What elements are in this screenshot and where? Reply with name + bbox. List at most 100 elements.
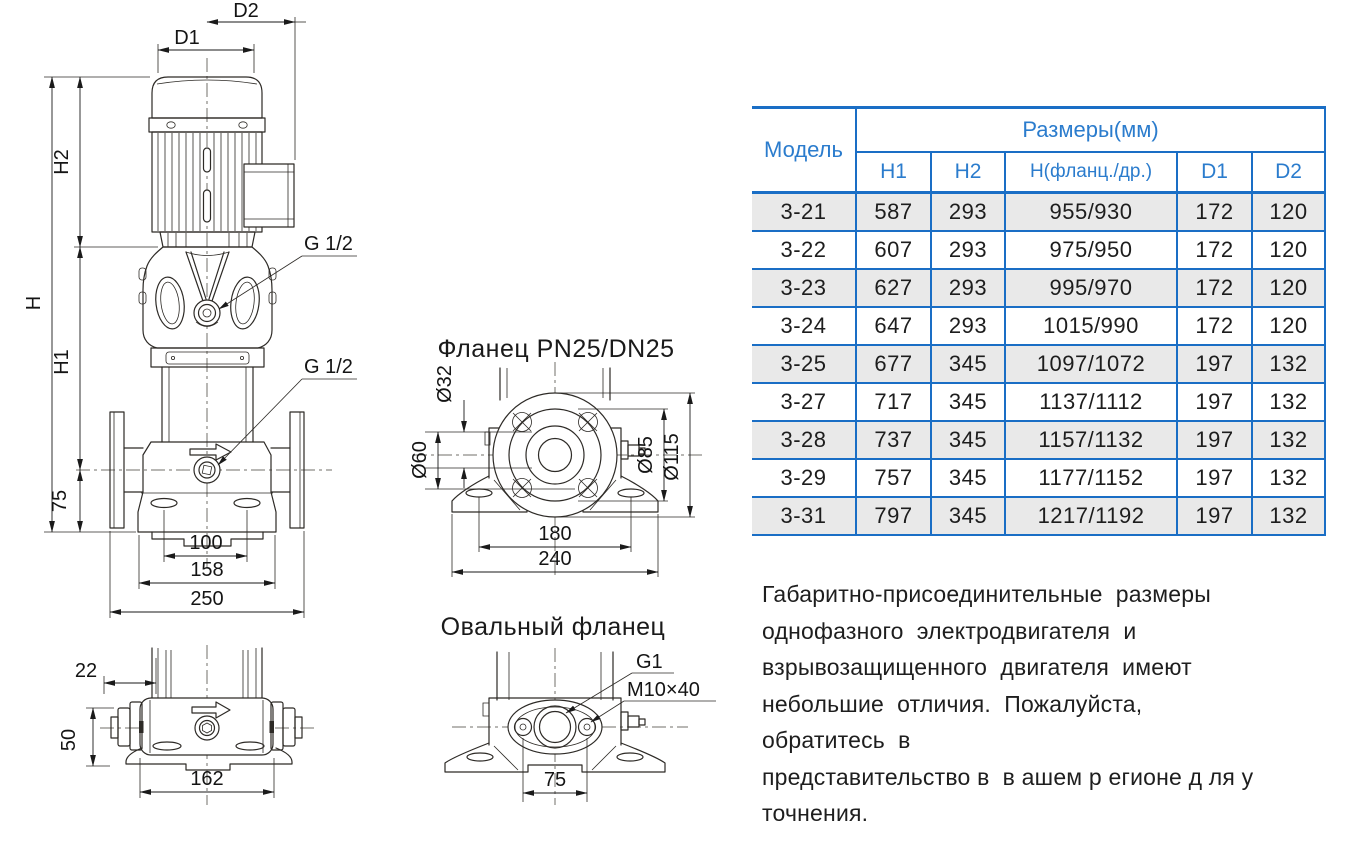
cell-model: 3-27 [752, 382, 856, 422]
cell-d2: 120 [1251, 192, 1326, 232]
dim-162-label: 162 [190, 768, 223, 790]
cell-model: 3-29 [752, 458, 856, 498]
callout-g1-label: G1 [636, 651, 663, 673]
dim-h-label: H [23, 296, 45, 310]
cell-d2: 120 [1251, 306, 1326, 346]
dim-d1-label: D1 [174, 27, 200, 49]
cell-h1: 627 [855, 268, 931, 308]
cell-h: 1137/1112 [1004, 382, 1177, 422]
cell-h2: 345 [930, 344, 1005, 384]
pump-bottom-view: 22 50 162 [58, 645, 318, 805]
dim-100-label: 100 [189, 532, 222, 554]
dim-d85-label: Ø85 [635, 436, 657, 474]
dim-h1-label: H1 [51, 349, 73, 375]
cell-h: 1177/1152 [1004, 458, 1177, 498]
cell-d1: 197 [1176, 344, 1252, 384]
cell-h1: 607 [855, 230, 931, 270]
cell-h1: 647 [855, 306, 931, 346]
flange-title: Фланец PN25/DN25 [437, 335, 674, 363]
note-paragraph: Габаритно-присоединительные размеры одно… [762, 581, 1254, 826]
dim-250-label: 250 [190, 588, 223, 610]
cell-h2: 293 [930, 230, 1005, 270]
cell-h2: 345 [930, 458, 1005, 498]
cell-h: 1157/1132 [1004, 420, 1177, 460]
cell-d1: 197 [1176, 496, 1252, 536]
cell-h: 1097/1072 [1004, 344, 1177, 384]
cell-d2: 132 [1251, 382, 1326, 422]
cell-h: 975/950 [1004, 230, 1177, 270]
dim-d32-label: Ø32 [434, 365, 456, 403]
dim-240-label: 240 [538, 548, 571, 570]
dim-180-label: 180 [538, 523, 571, 545]
cell-d2: 132 [1251, 458, 1326, 498]
cell-model: 3-23 [752, 268, 856, 308]
dim-75-label: 75 [49, 490, 71, 512]
pump-front-view: D2 D1 H H2 H1 75 100 158 250 G 1/2 [23, 0, 357, 618]
cell-h1: 677 [855, 344, 931, 384]
callout-g12-mid-label: G 1/2 [304, 356, 353, 378]
cell-h1: 587 [855, 192, 931, 232]
cell-model: 3-22 [752, 230, 856, 270]
table-header-d1: D1 [1176, 151, 1252, 194]
cell-model: 3-21 [752, 192, 856, 232]
table-header-d2: D2 [1251, 151, 1326, 194]
technical-drawings-canvas: D2 D1 H H2 H1 75 100 158 250 G 1/2 [23, 0, 745, 845]
cell-model: 3-31 [752, 496, 856, 536]
cell-h2: 293 [930, 192, 1005, 232]
cell-h2: 345 [930, 496, 1005, 536]
dim-158-label: 158 [190, 559, 223, 581]
dim-d115-label: Ø115 [661, 433, 683, 480]
callout-g12-top-label: G 1/2 [304, 233, 353, 255]
cell-h2: 293 [930, 306, 1005, 346]
oval-flange-title: Овальный фланец [441, 613, 666, 641]
table-header-h1: H1 [855, 151, 931, 194]
cell-model: 3-25 [752, 344, 856, 384]
cell-d2: 132 [1251, 344, 1326, 384]
cell-h1: 757 [855, 458, 931, 498]
cell-h2: 345 [930, 382, 1005, 422]
dimension-table: Модель Размеры(мм) H1 H2 Н(фланц./др.) D… [752, 106, 1326, 536]
cell-model: 3-24 [752, 306, 856, 346]
dim-50-label: 50 [58, 729, 80, 751]
cell-h: 1217/1192 [1004, 496, 1177, 536]
cell-d1: 197 [1176, 420, 1252, 460]
cell-h: 1015/990 [1004, 306, 1177, 346]
cell-h1: 737 [855, 420, 931, 460]
cell-h: 995/970 [1004, 268, 1177, 308]
cell-d2: 120 [1251, 230, 1326, 270]
cell-d1: 172 [1176, 268, 1252, 308]
cell-d1: 172 [1176, 192, 1252, 232]
dim-d60-label: Ø60 [409, 441, 431, 479]
flange-pn25-view: Фланец PN25/DN25 Ø32 [409, 335, 702, 577]
cell-d1: 197 [1176, 458, 1252, 498]
cell-h2: 345 [930, 420, 1005, 460]
cell-h1: 717 [855, 382, 931, 422]
cell-d2: 120 [1251, 268, 1326, 308]
dim-d2-label: D2 [233, 0, 259, 22]
dim-h2-label: H2 [51, 149, 73, 175]
table-header-sizes: Размеры(мм) [856, 106, 1326, 153]
cell-h1: 797 [855, 496, 931, 536]
dim-oval-75-label: 75 [544, 769, 566, 791]
cell-d1: 172 [1176, 230, 1252, 270]
cell-d2: 132 [1251, 420, 1326, 460]
cell-h2: 293 [930, 268, 1005, 308]
oval-flange-view: Овальный фланец G1 M10×40 [441, 613, 716, 805]
cell-d2: 132 [1251, 496, 1326, 536]
callout-m10-label: M10×40 [627, 679, 700, 701]
table-header-h2: H2 [930, 151, 1005, 194]
table-header-model: Модель [752, 106, 857, 194]
cell-model: 3-28 [752, 420, 856, 460]
table-header-h-flange: Н(фланц./др.) [1004, 151, 1177, 194]
